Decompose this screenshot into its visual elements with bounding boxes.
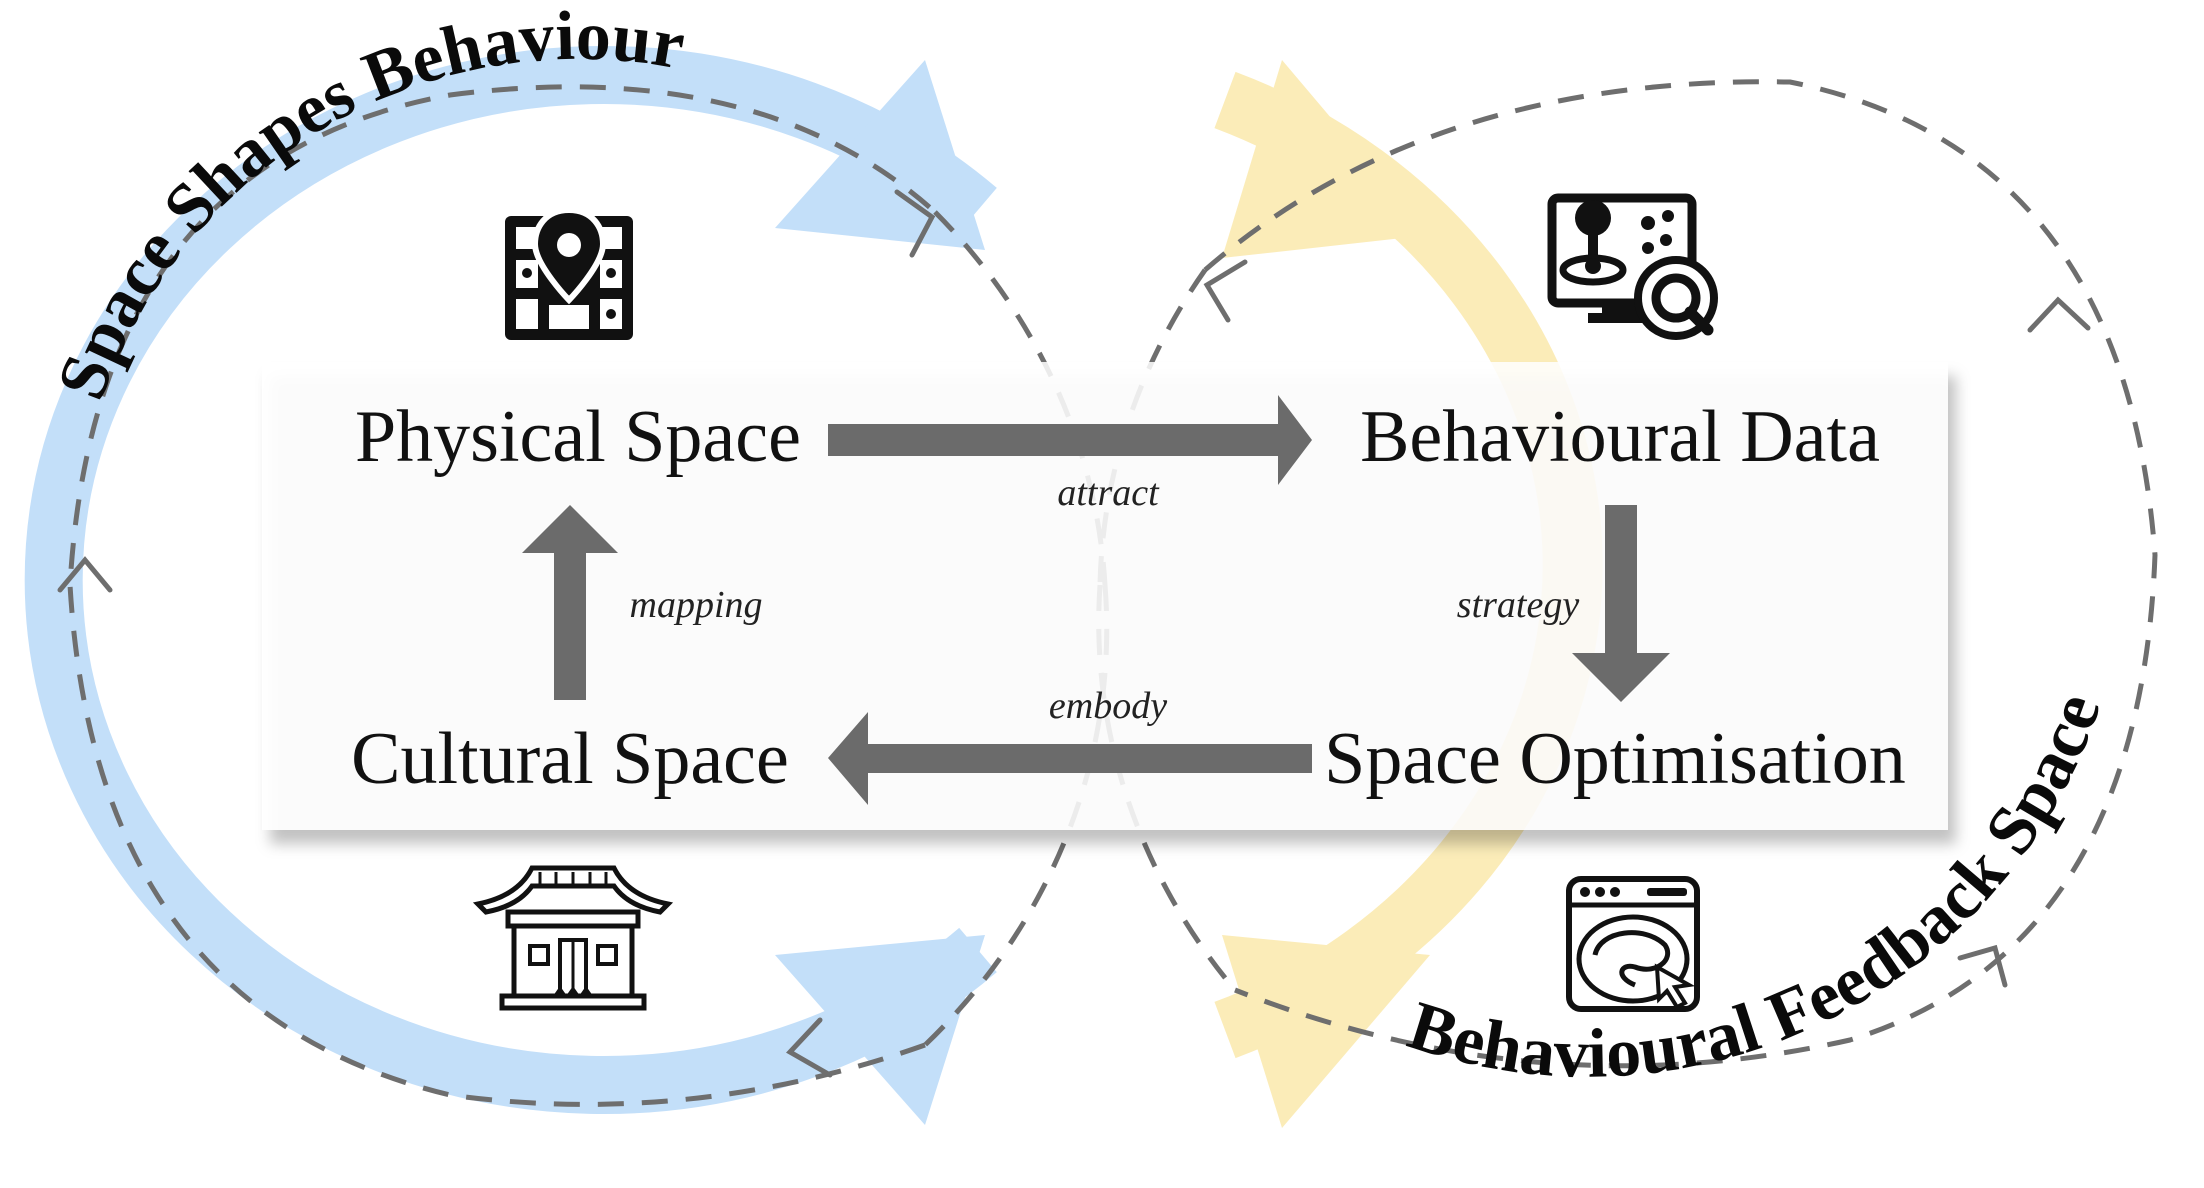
loop-title-left: Space Shapes Behaviour	[43, 0, 690, 409]
left-loop-arrowhead-bottom	[775, 935, 985, 1125]
edge-label-embody: embody	[1049, 685, 1167, 727]
right-loop-arrowhead-top	[1222, 60, 1430, 258]
dashed-left-outer	[67, 84, 937, 1107]
edge-label-mapping: mapping	[630, 584, 763, 626]
chinese-pavilion-icon	[472, 865, 674, 1011]
flow-arrows	[522, 395, 1670, 805]
mapping-arrow	[522, 505, 618, 700]
dashed-chevron-left	[57, 556, 113, 593]
monitor-joystick-magnifier-icon	[1547, 193, 1718, 340]
strategy-arrow	[1572, 505, 1670, 702]
embody-arrow-body	[828, 712, 1312, 805]
node-space-optimisation: Space Optimisation	[1324, 718, 1906, 800]
node-behavioural-data: Behavioural Data	[1360, 396, 1880, 478]
edge-label-attract: attract	[1057, 472, 1160, 514]
map-grid-location-pin-icon	[505, 206, 633, 340]
dashed-right-outer	[1203, 79, 2158, 1069]
loop-title-left-path: Space Shapes Behaviour	[43, 0, 690, 409]
left-loop-band	[24, 46, 997, 1114]
dashed-chevron-right	[2027, 296, 2091, 333]
left-loop-arrowhead-top	[775, 60, 985, 250]
node-physical-space: Physical Space	[355, 396, 801, 478]
dashed-right-lobe	[1097, 268, 1208, 586]
left-loop	[24, 46, 997, 1125]
right-loop-arrowhead-bottom	[1222, 935, 1430, 1128]
dashed-chevron-top-left	[894, 189, 936, 258]
edge-label-strategy: strategy	[1457, 584, 1580, 626]
window-cursor-path-icon	[1566, 876, 1700, 1012]
dashed-chevrons	[57, 189, 2091, 1078]
dashed-chevron-top-right	[1203, 259, 1248, 323]
attract-arrow	[828, 395, 1312, 485]
dashed-chevron-bottom-right	[1957, 944, 2008, 988]
node-cultural-space: Cultural Space	[351, 718, 789, 800]
dashed-chevron-bottom-left	[786, 1017, 833, 1078]
